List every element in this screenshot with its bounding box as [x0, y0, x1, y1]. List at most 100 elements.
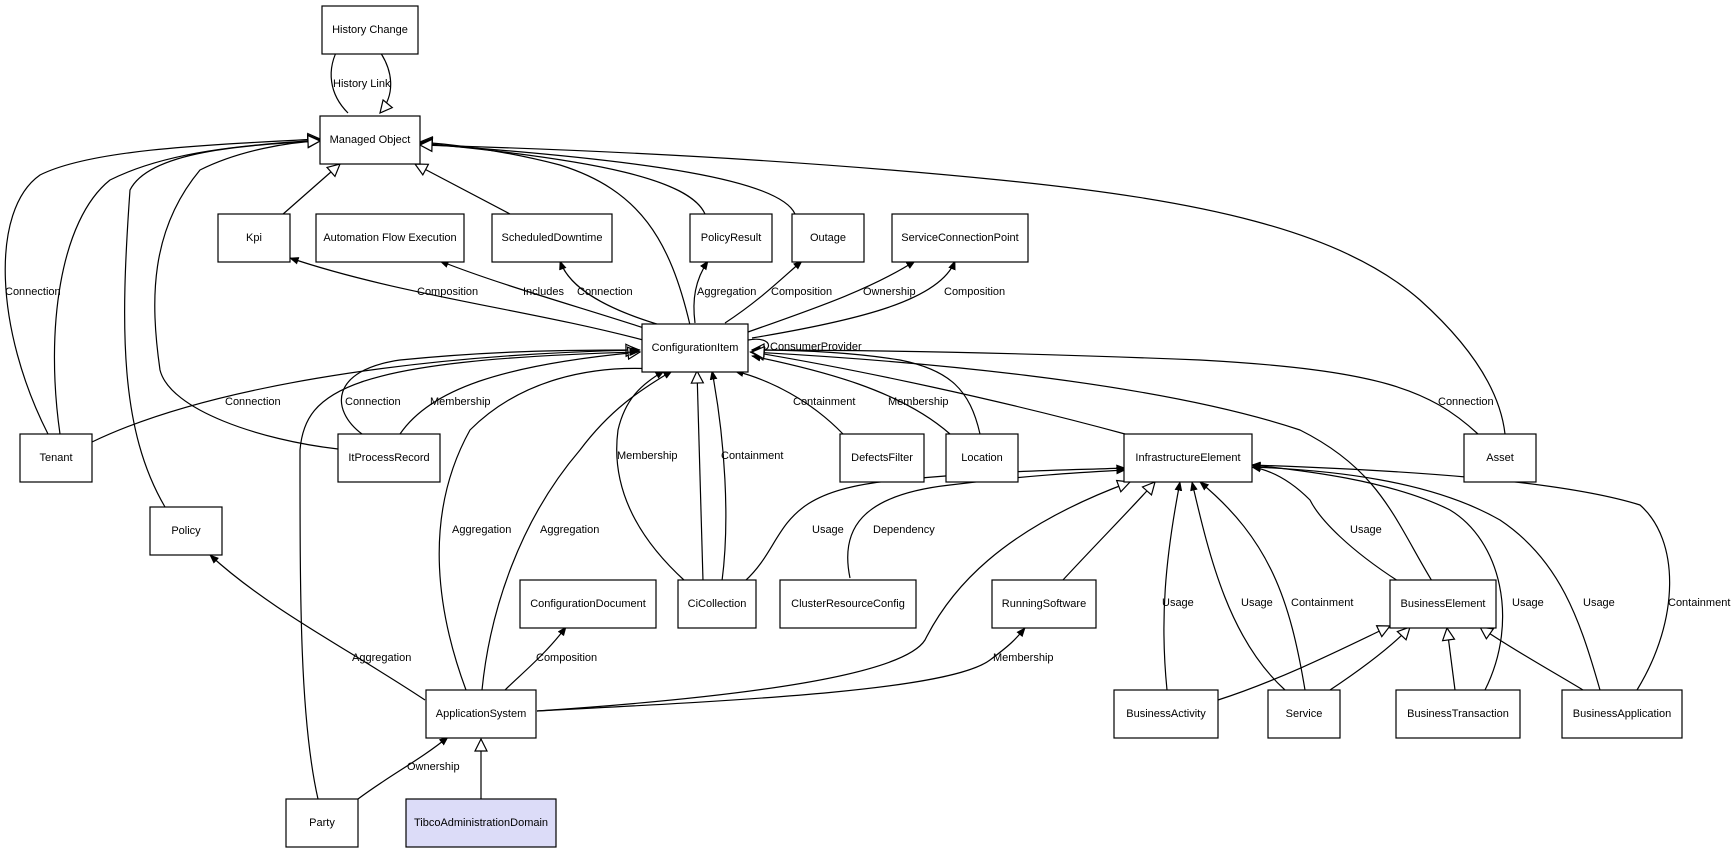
node-label: PolicyResult — [701, 232, 762, 244]
edge-policyresult-managed-object — [420, 143, 706, 215]
edge-label-party-ownership: Ownership — [407, 761, 460, 773]
edge-bapp-infra-usage — [1251, 463, 1601, 691]
node-managed-object[interactable]: Managed Object — [319, 115, 421, 165]
node-business-activity[interactable]: BusinessActivity — [1113, 689, 1219, 739]
edge-party-ci — [299, 348, 639, 800]
node-outage[interactable]: Outage — [791, 213, 865, 263]
edge-as-infra — [536, 482, 1130, 712]
edge-defects-ci — [734, 369, 844, 435]
edge-ci-scheduled-downtime — [559, 260, 661, 326]
node-application-system[interactable]: ApplicationSystem — [425, 689, 537, 739]
node-label: Policy — [171, 525, 201, 537]
edge-label-svc-containment: Containment — [1291, 597, 1353, 609]
edge-tenant-managed-object-2 — [53, 140, 320, 435]
node-location[interactable]: Location — [945, 433, 1019, 483]
node-cluster-resource-config[interactable]: ClusterResourceConfig — [779, 579, 917, 629]
node-service-connection-point[interactable]: ServiceConnectionPoint — [891, 213, 1029, 263]
edge-label-outage-composition: Composition — [771, 286, 832, 298]
edge-party-as — [357, 736, 449, 800]
edge-as-configuration-document — [504, 626, 567, 691]
edge-label-sd-connection: Connection — [577, 286, 633, 298]
edge-as-policy — [209, 554, 426, 701]
edge-location-ci-membership — [751, 353, 951, 435]
edge-bt-be — [1447, 628, 1456, 691]
edge-label-consumer-provider: ConsumerProvider — [770, 341, 862, 353]
edge-ci-scp-composition — [751, 260, 956, 339]
edge-as-ci-aggregation-2 — [481, 370, 673, 691]
edge-label-history-link: History Link — [333, 78, 391, 90]
node-label: Party — [309, 817, 335, 829]
edge-rs-infra — [1061, 482, 1155, 582]
edge-label-df-containment: Containment — [793, 396, 855, 408]
edge-ci-scp-ownership — [747, 260, 916, 333]
node-configuration-item[interactable]: ConfigurationItem — [641, 323, 749, 373]
node-label: Service — [1286, 708, 1323, 720]
node-ci-collection[interactable]: CiCollection — [677, 579, 757, 629]
node-business-transaction[interactable]: BusinessTransaction — [1395, 689, 1521, 739]
node-label: RunningSoftware — [1002, 598, 1086, 610]
node-business-element[interactable]: BusinessElement — [1389, 579, 1497, 629]
node-label: Tenant — [39, 452, 72, 464]
node-automation-flow-execution[interactable]: Automation Flow Execution — [315, 213, 465, 263]
node-defects-filter[interactable]: DefectsFilter — [839, 433, 925, 483]
node-running-software[interactable]: RunningSoftware — [991, 579, 1097, 629]
edge-ci-afe — [439, 260, 651, 331]
node-label: ApplicationSystem — [436, 708, 527, 720]
edge-cic-ci-generalization — [697, 371, 703, 582]
edge-cic-ci-containment — [709, 370, 727, 582]
edge-location-ci-generalization — [752, 350, 981, 435]
node-tenant[interactable]: Tenant — [19, 433, 93, 483]
node-tibco-administration-domain[interactable]: TibcoAdministrationDomain — [405, 798, 557, 848]
node-label: Location — [961, 452, 1003, 464]
node-party[interactable]: Party — [285, 798, 359, 848]
edge-label-crc-dependency: Dependency — [873, 524, 935, 536]
edge-ba-be — [1217, 626, 1390, 701]
edge-label-tenant-ci-connection: Connection — [225, 396, 281, 408]
node-label: BusinessActivity — [1126, 708, 1206, 720]
edge-svc-infra-usage — [1190, 481, 1286, 691]
node-infrastructure-element[interactable]: InfrastructureElement — [1123, 433, 1253, 483]
node-label: ClusterResourceConfig — [791, 598, 905, 610]
edge-label-as-aggregation-2: Aggregation — [540, 524, 599, 536]
node-kpi[interactable]: Kpi — [217, 213, 291, 263]
node-policy-result[interactable]: PolicyResult — [689, 213, 773, 263]
node-label: BusinessApplication — [1573, 708, 1671, 720]
edge-policy-managed-object — [124, 141, 320, 508]
edge-label-bt-usage: Usage — [1512, 597, 1544, 609]
edge-label-ipr-connection: Connection — [345, 396, 401, 408]
edge-tenant-ci — [91, 350, 638, 443]
edge-svc-infra-containment — [1199, 481, 1306, 691]
edge-svc-be — [1329, 627, 1410, 691]
edge-label-kpi-composition: Composition — [417, 286, 478, 298]
edge-be-ci — [752, 352, 1433, 582]
node-scheduled-downtime[interactable]: ScheduledDowntime — [491, 213, 613, 263]
edge-tenant-managed-object-1 — [4, 139, 320, 435]
node-label: CiCollection — [688, 598, 747, 610]
edge-cic-infra — [744, 464, 1126, 582]
node-configuration-document[interactable]: ConfigurationDocument — [519, 579, 657, 629]
edge-label-scp-composition: Composition — [944, 286, 1005, 298]
node-label: Automation Flow Execution — [323, 232, 456, 244]
edge-infra-ci — [752, 352, 1126, 435]
edge-label-cic-containment: Containment — [721, 450, 783, 462]
node-business-application[interactable]: BusinessApplication — [1561, 689, 1683, 739]
edge-itprocess-ci-membership — [399, 352, 640, 435]
edge-label-ipr-membership: Membership — [430, 396, 491, 408]
edge-as-running-software — [536, 627, 1026, 712]
node-history-change[interactable]: History Change — [321, 5, 419, 55]
node-label: DefectsFilter — [851, 452, 913, 464]
node-service[interactable]: Service — [1267, 689, 1341, 739]
node-label: ConfigurationItem — [652, 342, 739, 354]
node-asset[interactable]: Asset — [1463, 433, 1537, 483]
node-label: Managed Object — [330, 134, 411, 146]
edge-label-afe-includes: Includes — [523, 286, 564, 298]
node-label: BusinessElement — [1401, 598, 1486, 610]
edge-kpi-managed-object — [281, 164, 340, 216]
node-label: Kpi — [246, 232, 262, 244]
edge-label-loc-membership: Membership — [888, 396, 949, 408]
node-it-process-record[interactable]: ItProcessRecord — [337, 433, 441, 483]
edge-label-scp-ownership: Ownership — [863, 286, 916, 298]
node-policy[interactable]: Policy — [149, 506, 223, 556]
node-label: ConfigurationDocument — [530, 598, 646, 610]
